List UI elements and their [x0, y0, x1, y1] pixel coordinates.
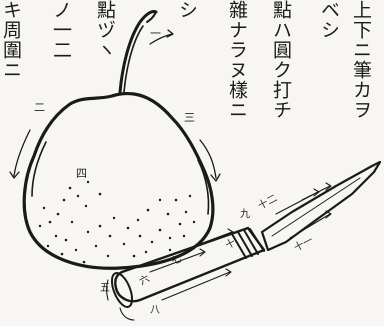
pear-arrow-one — [149, 33, 173, 45]
text-column-4: シ — [176, 0, 198, 20]
pear-dots — [38, 180, 196, 264]
text-column-5: 雜ナラヌ樣ニ — [226, 0, 248, 120]
pear-arrow-two — [13, 129, 31, 177]
pear-label-four: 四 — [76, 167, 87, 180]
text-column-1: キ周圍ニ — [0, 0, 22, 80]
knife-handle — [114, 226, 266, 303]
pear-stem — [118, 10, 158, 94]
pear-arrow-three — [199, 139, 217, 179]
pear-body-outline — [22, 92, 215, 270]
text-column-2: ノ一二 — [50, 0, 72, 60]
text-column-7: ベシ — [318, 0, 340, 40]
text-column-8: 上下ニ筆カヲ — [350, 0, 372, 120]
pear-label-three: 三 — [184, 111, 195, 124]
knife-blade — [260, 160, 382, 252]
pear-label-one: 一 — [150, 27, 161, 40]
text-column-6: 點ハ圓ク打チ — [270, 0, 292, 120]
knife-label-five: 五 — [100, 283, 110, 294]
pear-label-two: 二 — [34, 101, 45, 114]
knife-label-eight: 八 — [150, 305, 160, 316]
knife-label-nine: 九 — [240, 209, 250, 220]
text-column-3: 點ヅヽ — [94, 0, 116, 60]
